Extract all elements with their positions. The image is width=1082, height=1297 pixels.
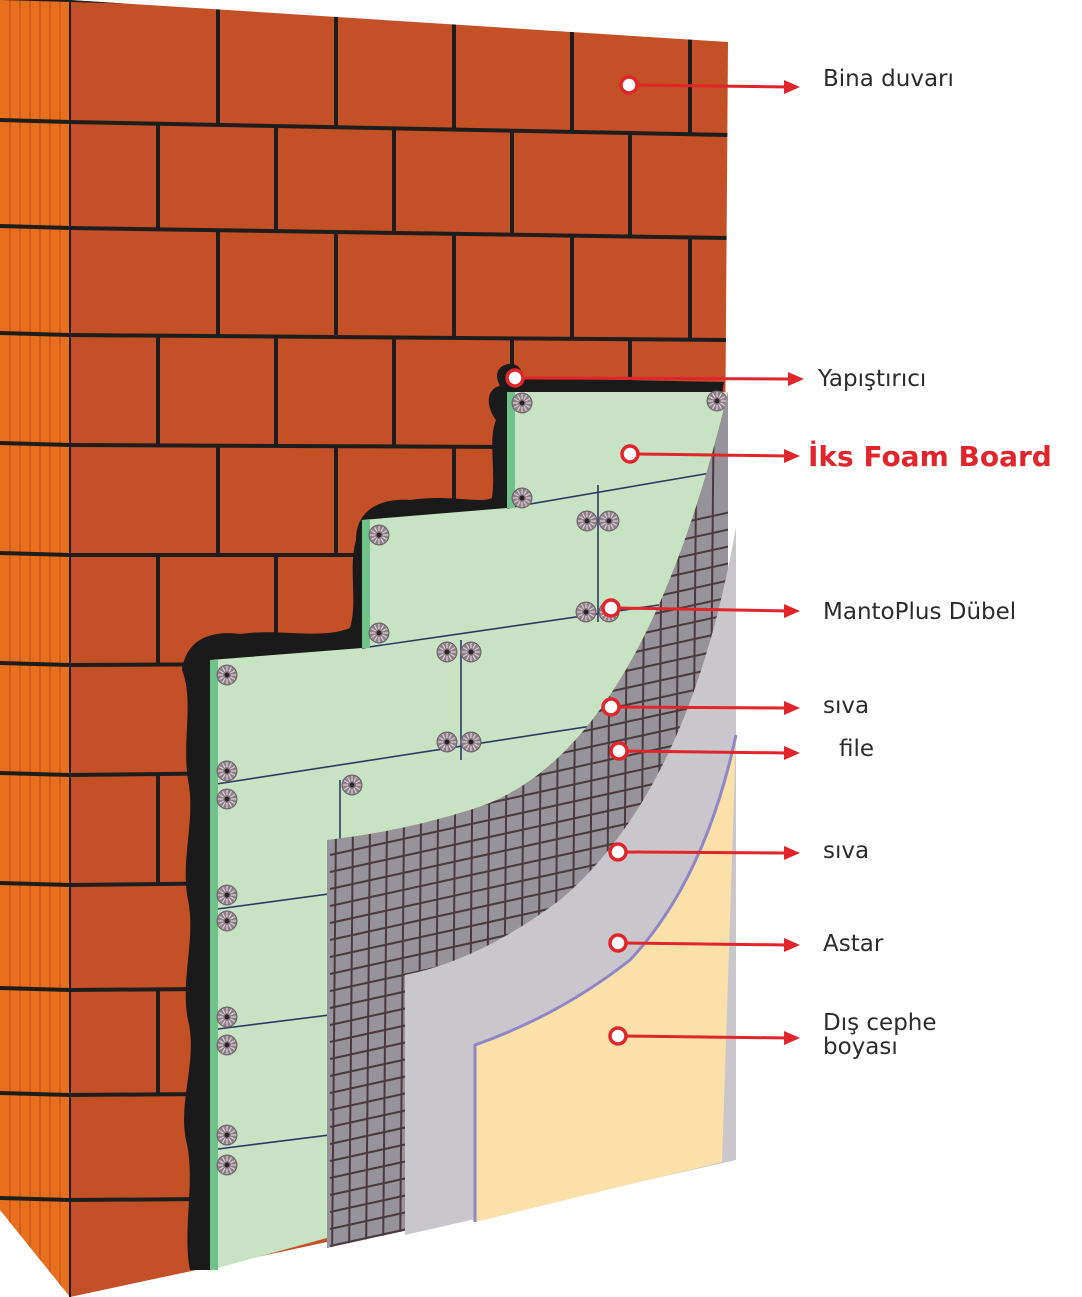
dowel-icon <box>368 622 390 644</box>
callout-foam-board: İks Foam Board <box>620 439 1052 473</box>
callout-dowel: MantoPlus Dübel <box>601 598 1016 625</box>
pointer-arrow-icon <box>608 933 800 953</box>
dowel-icon <box>436 731 458 753</box>
callout-label-building-wall: Bina duvarı <box>823 66 954 92</box>
callout-label-dowel: MantoPlus Dübel <box>823 599 1016 625</box>
pointer-arrow-icon <box>601 598 800 618</box>
dowel-icon <box>511 392 533 414</box>
callout-primer: Astar <box>608 931 884 957</box>
dowel-icon <box>216 788 238 810</box>
dowel-icon <box>216 884 238 906</box>
dowel-icon <box>460 731 482 753</box>
dowel-icon <box>368 524 390 546</box>
primer-line <box>473 734 738 1222</box>
callout-adhesive: Yapıştırıcı <box>505 366 926 392</box>
callout-label-render-2: sıva <box>823 838 869 864</box>
callout-label-mesh: file <box>839 736 874 762</box>
dowels <box>216 390 728 1176</box>
callout-label-foam-board: İks Foam Board <box>808 439 1052 473</box>
dowel-icon <box>341 774 363 796</box>
dowel-icon <box>216 1154 238 1176</box>
callout-building-wall: Bina duvarı <box>619 66 954 95</box>
dowel-icon <box>598 510 620 532</box>
pointer-arrow-icon <box>505 368 804 388</box>
dowel-icon <box>575 601 597 623</box>
callout-label-render-1: sıva <box>823 693 869 719</box>
callout-render-1: sıva <box>601 693 869 719</box>
wall-side-face <box>0 0 70 1297</box>
foam-board-edge <box>210 660 218 1270</box>
callout-label-adhesive: Yapıştırıcı <box>817 366 926 392</box>
pointer-arrow-icon <box>619 75 800 95</box>
pointer-arrow-icon <box>601 697 800 717</box>
callout-label-primer: Astar <box>823 931 884 957</box>
dowel-icon <box>216 1006 238 1028</box>
dowel-icon <box>576 510 598 532</box>
dowel-icon <box>436 641 458 663</box>
pointer-arrow-icon <box>620 444 800 464</box>
dowel-icon <box>511 487 533 509</box>
wall-side-mortar <box>0 0 70 1297</box>
dowel-icon <box>216 1124 238 1146</box>
dowel-icon <box>460 641 482 663</box>
dowel-icon <box>216 1034 238 1056</box>
pointer-arrow-icon <box>608 842 800 862</box>
callout-render-2: sıva <box>608 838 869 864</box>
dowel-icon <box>216 664 238 686</box>
dowel-icon <box>216 760 238 782</box>
pointer-arrow-icon <box>608 1026 800 1046</box>
callout-mesh: file <box>609 736 874 762</box>
dowel-icon <box>216 910 238 932</box>
pointer-arrow-icon <box>609 741 800 761</box>
dowel-icon <box>706 390 728 412</box>
